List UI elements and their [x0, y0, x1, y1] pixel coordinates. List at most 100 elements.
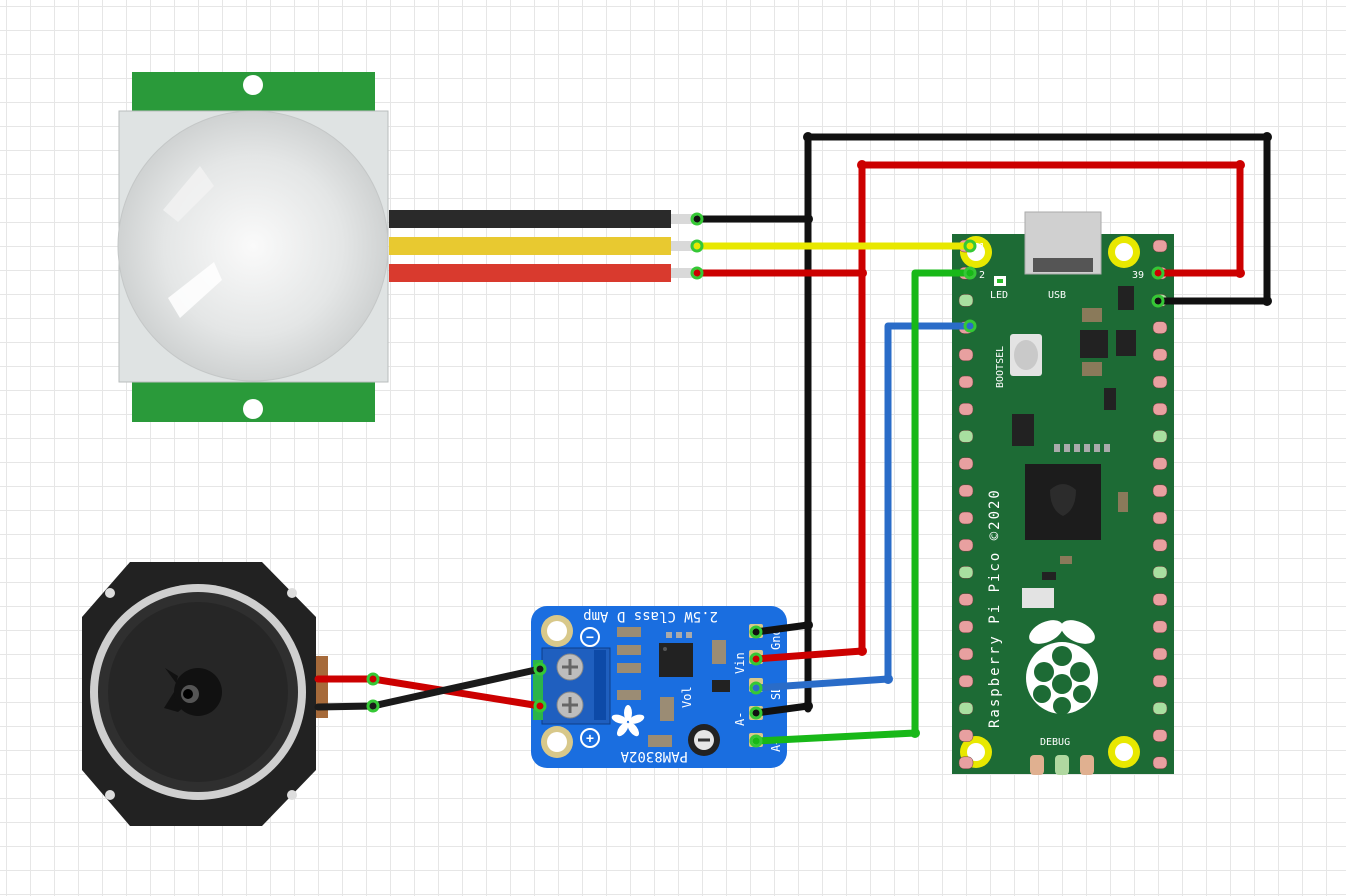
wire-speaker-red[interactable]: [314, 675, 544, 710]
wire-endpoint: [963, 266, 977, 280]
pico-left-pin[interactable]: [958, 674, 974, 688]
pir-mount-hole-bottom: [243, 399, 263, 419]
pico-left-pin[interactable]: [958, 702, 974, 715]
pico-debug-pad[interactable]: [1030, 755, 1044, 775]
pico-right-pin[interactable]: [1152, 375, 1168, 389]
pico-left-pin[interactable]: [958, 593, 974, 606]
pico-left-pin[interactable]: [958, 538, 974, 552]
pico-right-pin[interactable]: [1152, 239, 1168, 253]
wire-endpoint: [690, 266, 704, 280]
pico-right-pin[interactable]: [1152, 538, 1168, 552]
pico-bootsel-cap: [1014, 340, 1038, 370]
junction-dot: [1262, 132, 1272, 142]
wire-amp-a-minus[interactable]: [752, 702, 812, 717]
wire-speaker-black[interactable]: [314, 665, 544, 711]
pico-right-pin[interactable]: [1152, 674, 1168, 688]
pico-smd: [1082, 308, 1102, 322]
amp-diode: [712, 680, 730, 692]
pico-pad: [1094, 444, 1100, 452]
wire-endpoint: [749, 681, 763, 695]
wire-endpoint: [963, 239, 977, 253]
pico-debug-pad[interactable]: [1080, 755, 1094, 775]
pico-right-pin[interactable]: [1152, 430, 1168, 443]
amp-terminal-green: [533, 660, 543, 720]
pico-left-pin[interactable]: [958, 348, 974, 362]
speaker-terminal-block: [316, 656, 328, 718]
pico-right-pin[interactable]: [1152, 511, 1168, 525]
pico-pad: [1084, 444, 1090, 452]
pir-lead-red: [389, 264, 671, 282]
pico-right-pin[interactable]: [1152, 702, 1168, 715]
pico-right-pin[interactable]: [1152, 457, 1168, 470]
wire-endpoints: [366, 212, 1165, 748]
pico-right-pin[interactable]: [1152, 348, 1168, 362]
pico-right-pin[interactable]: [1152, 402, 1168, 416]
wire-endpoint: [533, 699, 547, 713]
junction-dot: [803, 620, 813, 630]
junction-dot: [857, 160, 867, 170]
pico-board-name: Raspberry Pi Pico ©2020: [987, 488, 1003, 728]
wire-amp-sd[interactable]: [752, 322, 974, 692]
pico-right-pin[interactable]: [1152, 484, 1168, 498]
amplifier-board[interactable]: − +: [531, 606, 787, 768]
pico-usb-label: USB: [1048, 290, 1066, 301]
amp-terminal-side: [594, 650, 606, 720]
amp-components: [617, 627, 730, 747]
pico-right-pin[interactable]: [1152, 647, 1168, 661]
amp-resistor: [617, 690, 641, 700]
junction-dot: [1235, 160, 1245, 170]
amp-resistor: [617, 663, 641, 673]
pico-left-pin[interactable]: [958, 756, 974, 770]
junction-dot: [803, 701, 813, 711]
pico-right-pin[interactable]: [1152, 620, 1168, 634]
wire-vcc-bus[interactable]: [752, 161, 1244, 663]
wire-endpoint: [749, 734, 763, 748]
pico-left-pin[interactable]: [958, 566, 974, 579]
pir-pin-tip-2: [671, 241, 697, 251]
adafruit-flower-logo: [611, 705, 645, 737]
pico-debug-label: DEBUG: [1040, 737, 1070, 748]
pico-left-pin[interactable]: [958, 375, 974, 389]
pico-chip-small: [1118, 286, 1134, 310]
amp-minus-marker: [580, 627, 600, 647]
pir-dome-highlight: [163, 166, 214, 222]
pir-lead-black: [389, 210, 671, 228]
pico-left-pin[interactable]: [958, 430, 974, 443]
pico-left-pin[interactable]: [958, 729, 974, 742]
speaker[interactable]: [82, 562, 328, 826]
pir-sensor[interactable]: [117, 72, 697, 422]
pico-right-pin[interactable]: [1152, 566, 1168, 579]
pico-mount-hole-inner: [1115, 243, 1133, 261]
pico-crystal: [1022, 588, 1054, 608]
amp-minus-label: −: [586, 629, 594, 645]
pico-left-pin[interactable]: [958, 647, 974, 661]
junction-dot: [803, 132, 813, 142]
pico-mount-hole-inner: [1115, 743, 1133, 761]
wire-endpoint: [963, 319, 977, 333]
amp-resistor: [617, 645, 641, 655]
pico-left-pin[interactable]: [958, 620, 974, 634]
pico-right-pin[interactable]: [1152, 321, 1168, 334]
amp-pad: [666, 632, 672, 638]
pico-pin-2-label: 2: [979, 270, 985, 281]
pico-left-pin[interactable]: [958, 457, 974, 470]
raspberry-logo: [1026, 620, 1098, 715]
pico-right-pin[interactable]: [1152, 756, 1168, 770]
pico-left-pin[interactable]: [958, 511, 974, 525]
pico-left-pin[interactable]: [958, 484, 974, 498]
pico-right-pin[interactable]: [1152, 729, 1168, 742]
wire-endpoint: [690, 239, 704, 253]
pico-board[interactable]: LED USB BOOTSEL: [952, 211, 1174, 775]
wire-amp-gnd[interactable]: [752, 621, 812, 636]
wire-amp-a-plus[interactable]: [752, 269, 974, 745]
pico-debug-pad[interactable]: [1055, 755, 1069, 775]
pico-left-pin[interactable]: [958, 402, 974, 416]
amp-mount-hole-bottom-inner: [547, 732, 567, 752]
amp-capacitor: [660, 697, 674, 721]
pico-left-pin[interactable]: [958, 294, 974, 307]
pico-usb-opening: [1033, 258, 1093, 272]
pico-chip: [1116, 330, 1136, 356]
pico-right-pin[interactable]: [1152, 593, 1168, 606]
wire-endpoint: [1151, 266, 1165, 280]
pico-regulator: [1080, 330, 1108, 358]
